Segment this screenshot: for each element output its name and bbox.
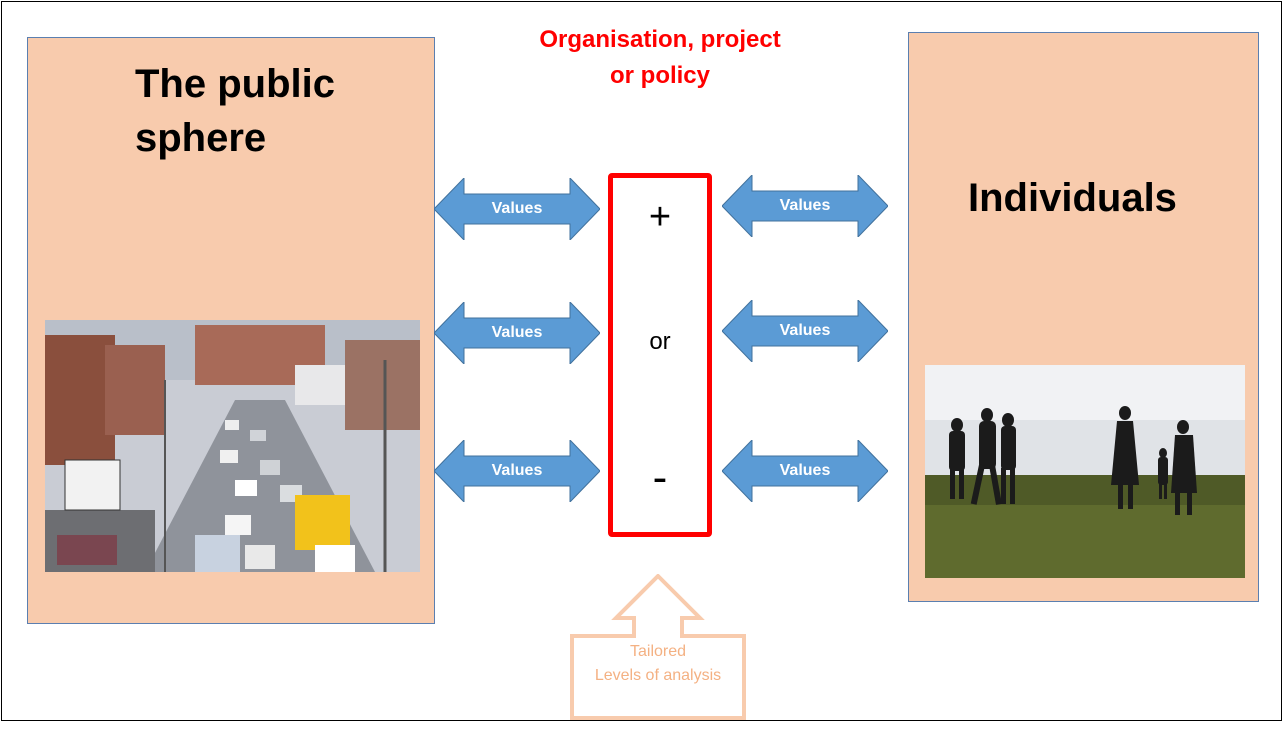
values-label: Values (491, 324, 543, 341)
analysis-line-2: Levels of analysis (594, 667, 722, 684)
levels-of-analysis-arrow: Tailored Levels of analysis (558, 573, 758, 724)
individuals-title: Individuals (968, 176, 1177, 220)
people-silhouettes-photo (925, 365, 1245, 578)
focus-box: + or - (608, 173, 712, 537)
or-label: or (649, 328, 671, 355)
analysis-line-1: Tailored (629, 643, 687, 660)
values-arrow-right-3: Values (722, 440, 888, 502)
values-label: Values (491, 462, 543, 479)
values-label: Values (491, 200, 543, 217)
values-arrow-left-3: Values (434, 440, 600, 502)
values-arrow-left-2: Values (434, 302, 600, 364)
public-sphere-title: The public sphere (135, 62, 335, 160)
values-label: Values (779, 322, 831, 339)
focus-title: Organisation, project or policy (539, 26, 781, 89)
street-traffic-photo (45, 320, 420, 572)
minus-sign: - (652, 453, 668, 502)
values-arrow-right-2: Values (722, 300, 888, 362)
plus-sign: + (648, 196, 672, 238)
values-arrow-left-1: Values (434, 178, 600, 240)
values-arrow-right-1: Values (722, 175, 888, 237)
values-label: Values (779, 197, 831, 214)
values-label: Values (779, 462, 831, 479)
levels-of-analysis-label: Tailored Levels of analysis (558, 640, 758, 688)
